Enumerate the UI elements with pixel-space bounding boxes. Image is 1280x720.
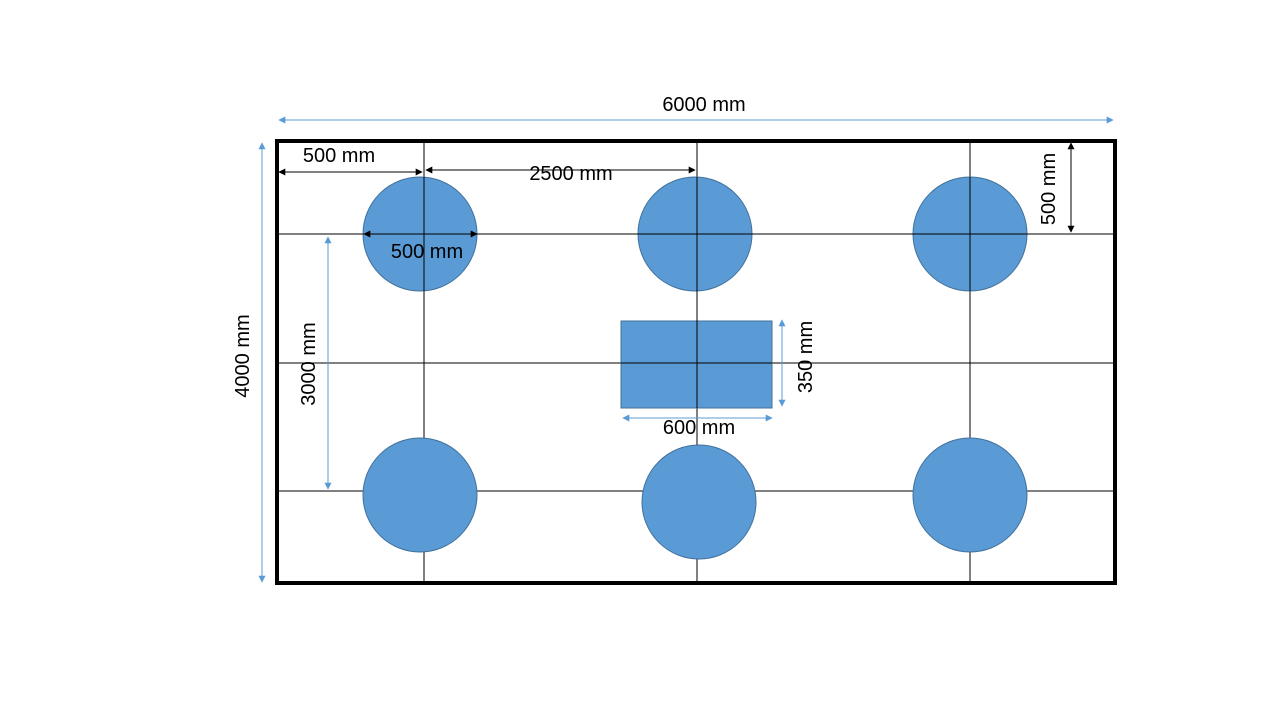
- label-overall-width: 6000 mm: [662, 94, 745, 116]
- circle-bottom-left: [362, 437, 478, 553]
- label-rect-height: 350 mm: [795, 321, 817, 393]
- label-circle-diameter: 500 mm: [391, 241, 463, 263]
- dimension-labels: 6000 mm 4000 mm 500 mm 2500 mm 500 mm 30…: [232, 94, 1060, 439]
- dimension-lines: [258, 116, 1114, 583]
- label-top-edge-offset: 500 mm: [1038, 153, 1060, 225]
- label-rect-width: 600 mm: [663, 417, 735, 439]
- label-overall-height: 4000 mm: [232, 314, 254, 397]
- outer-boundary: [275, 139, 1117, 585]
- label-row-spacing: 3000 mm: [298, 322, 320, 405]
- label-edge-to-first-column: 500 mm: [303, 145, 375, 167]
- label-column-spacing: 2500 mm: [529, 163, 612, 185]
- circle-bottom-right: [912, 437, 1028, 553]
- circle-bottom-center: [641, 444, 757, 560]
